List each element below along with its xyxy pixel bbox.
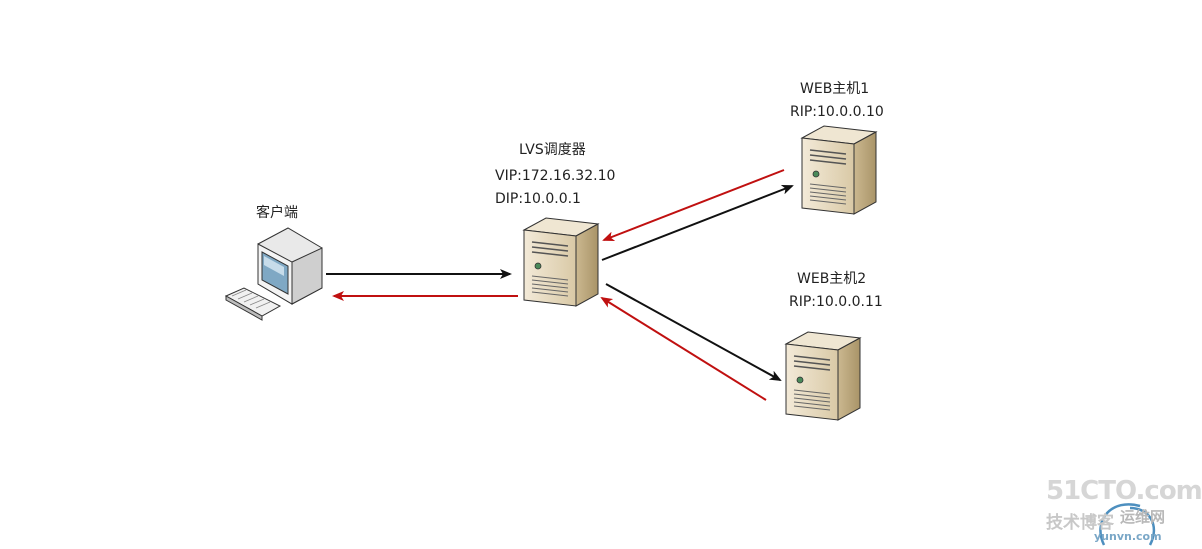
client-label: 客户端 (256, 205, 298, 221)
watermark-url: yunvn.com (1094, 530, 1162, 543)
watermark-logo-icon (1099, 503, 1156, 546)
web2-to-lvs-arrow (600, 296, 767, 401)
web2-rip: RIP:10.0.0.11 (789, 294, 883, 310)
web1-server-icon (801, 125, 877, 215)
watermark-sub2: 运维网 (1120, 508, 1166, 526)
web1-title: WEB主机1 (800, 81, 870, 97)
lvs-to-web2-arrow (605, 283, 782, 381)
lvs-title: LVS调度器 (519, 142, 586, 158)
web2-server-icon (785, 331, 861, 421)
watermark-sub: 技术博客 (1046, 513, 1114, 533)
watermark-main: 51CTO.com (1046, 476, 1202, 506)
lvs-to-web1-arrow (601, 184, 794, 261)
web1-to-lvs-arrow (602, 169, 785, 242)
lvs-dip: DIP:10.0.0.1 (495, 191, 581, 207)
lvs-vip: VIP:172.16.32.10 (495, 168, 616, 184)
client-computer-icon (224, 227, 323, 321)
web2-title: WEB主机2 (797, 271, 867, 287)
lvs-server-icon (523, 217, 599, 307)
web1-rip: RIP:10.0.0.10 (790, 104, 884, 120)
